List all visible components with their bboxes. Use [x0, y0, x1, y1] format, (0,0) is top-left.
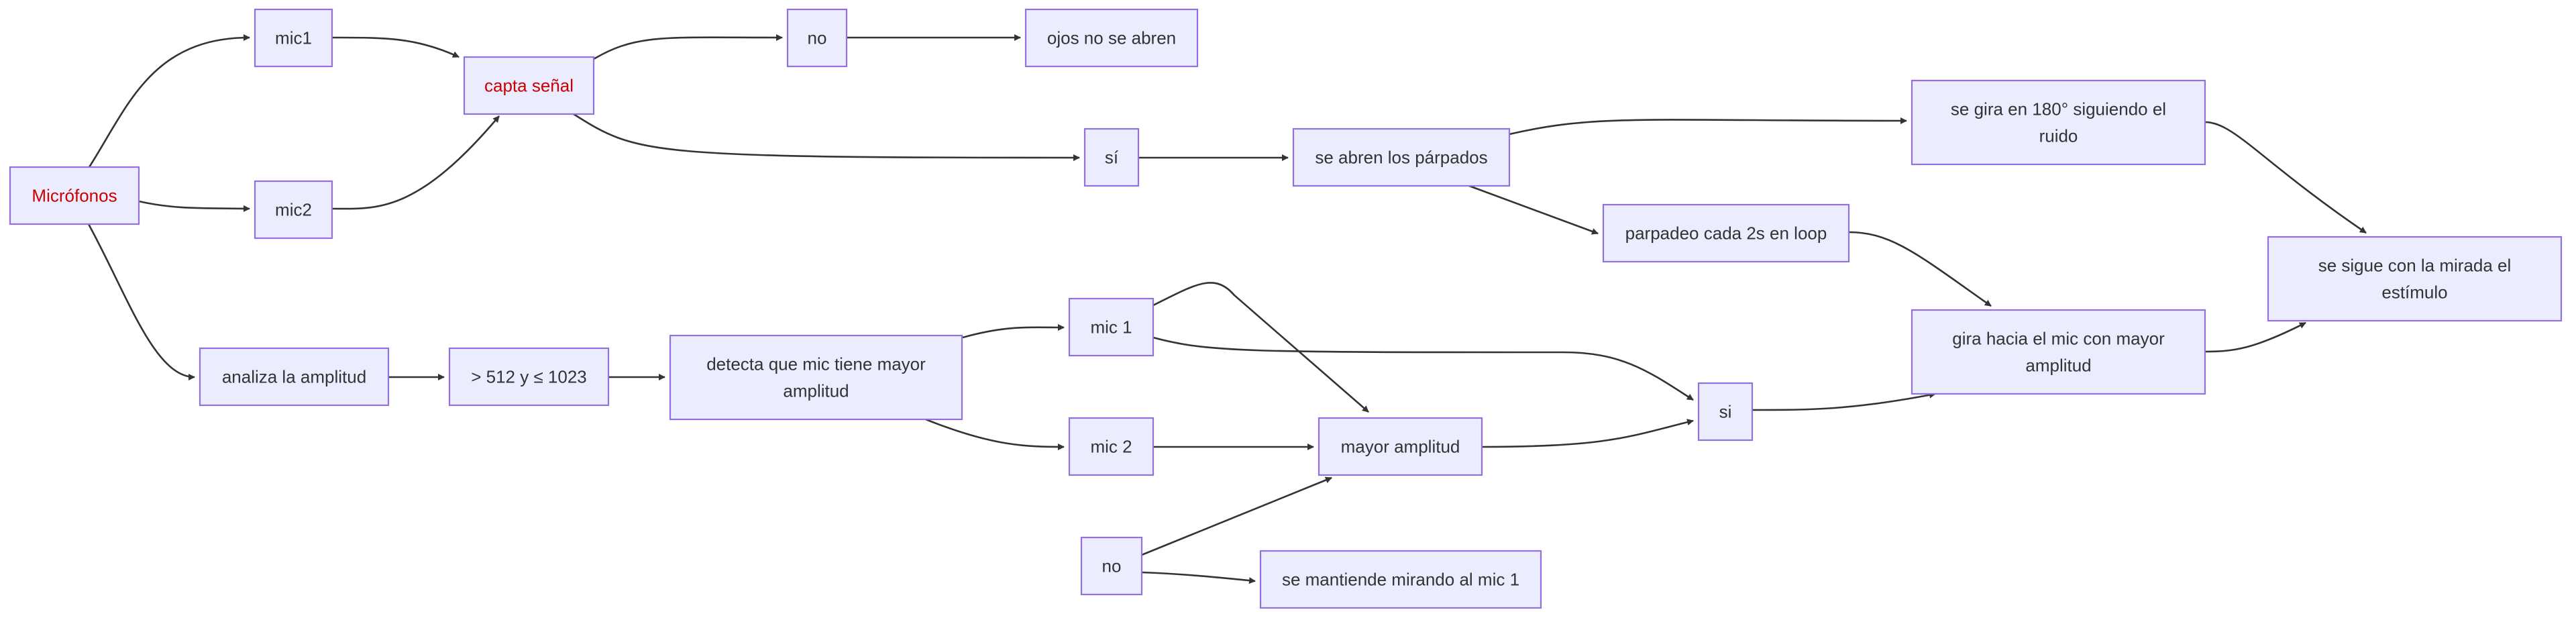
node-label: mic 2: [1090, 437, 1132, 457]
node-box: [254, 180, 333, 240]
node-label: mic1: [275, 28, 312, 48]
node-box: [1602, 203, 1850, 263]
node-mantiene[interactable]: se mantiende mirando al mic 1: [1259, 550, 1542, 609]
node-box: [1024, 8, 1199, 68]
node-si-top[interactable]: sí: [1083, 127, 1140, 187]
edge-detecta-to-mic_2: [925, 418, 1065, 450]
edge-detecta-to-mic_1: [962, 323, 1065, 339]
node-box: [463, 56, 595, 115]
node-gira180[interactable]: se gira en 180° siguiendo el ruido: [1911, 79, 2206, 166]
edge-gira180-to-sigue: [2204, 121, 2367, 234]
node-box: [199, 347, 390, 407]
node-box: [669, 334, 963, 421]
node-label: no: [1102, 556, 1122, 576]
node-mic-1[interactable]: mic 1: [1068, 297, 1155, 357]
node-no-bottom[interactable]: no: [1080, 536, 1143, 596]
node-mic-2[interactable]: mic 2: [1068, 417, 1155, 476]
node-no-top[interactable]: no: [786, 8, 848, 68]
edge-gira_mic-to-sigue: [2204, 321, 2306, 353]
node-box: [1083, 127, 1140, 187]
node-box: [1911, 309, 2206, 395]
node-label: mic 1: [1090, 317, 1132, 338]
node-sigue[interactable]: se sigue con la mirada el estímulo: [2267, 236, 2563, 322]
edge-mic1-to-capta: [331, 36, 460, 58]
node-label: ojos no se abren: [1047, 28, 1176, 48]
node-ojos[interactable]: ojos no se abren: [1024, 8, 1199, 68]
edge-no_bottom-to-mantiene: [1141, 571, 1256, 584]
node-label: se abren los párpados: [1315, 148, 1487, 168]
node-label: > 512 y ≤ 1023: [471, 367, 587, 387]
node-label: se gira en 180° siguiendo el: [1951, 99, 2166, 119]
node-label: parpadeo cada 2s en loop: [1625, 223, 1827, 244]
node-mayor[interactable]: mayor amplitud: [1318, 417, 1483, 476]
node-label: amplitud: [783, 381, 849, 401]
node-label: capta señal: [484, 76, 574, 96]
node-label: mayor amplitud: [1341, 437, 1460, 457]
node-box: [1068, 417, 1155, 476]
edge-mic_1-to-mayor: [1152, 282, 1369, 413]
node-box: [448, 347, 610, 407]
node-detecta[interactable]: detecta que mic tiene mayor amplitud: [669, 334, 963, 421]
node-label: amplitud: [2025, 356, 2091, 376]
edge-no_bottom-to-mayor: [1141, 476, 1332, 556]
node-box: [254, 8, 333, 68]
node-box: [1697, 382, 1754, 442]
node-si-bottom[interactable]: si: [1697, 382, 1754, 442]
node-label: sí: [1105, 148, 1119, 168]
node-mic1[interactable]: mic1: [254, 8, 333, 68]
edge-parpadeo-to-gira_mic: [1848, 231, 1992, 307]
node-label: estímulo: [2381, 282, 2447, 303]
edge-microfonos-to-mic2: [138, 200, 250, 212]
edge-parpados-to-gira180: [1509, 117, 1907, 136]
node-box: [1080, 536, 1143, 596]
node-parpadeo[interactable]: parpadeo cada 2s en loop: [1602, 203, 1850, 263]
node-label: Micrófonos: [32, 186, 117, 206]
node-box: [786, 8, 848, 68]
node-label: si: [1719, 402, 1732, 422]
edge-microfonos-to-mic1: [88, 34, 250, 168]
edge-mayor-to-si_bottom: [1481, 419, 1694, 448]
node-capta[interactable]: capta señal: [463, 56, 595, 115]
edge-capta-to-si_top: [573, 113, 1080, 161]
edge-capta-to-no_top: [593, 34, 783, 60]
node-box: [1068, 297, 1155, 357]
node-label: no: [808, 28, 827, 48]
edge-microfonos-to-analiza: [87, 223, 195, 380]
node-microfonos[interactable]: Micrófonos: [9, 166, 140, 225]
node-box: [1292, 127, 1511, 187]
node-label: detecta que mic tiene mayor: [706, 354, 926, 374]
edge-parpados-to-parpadeo: [1468, 185, 1599, 235]
node-label: se sigue con la mirada el: [2318, 256, 2512, 276]
node-label: gira hacia el mic con mayor: [1952, 329, 2165, 349]
node-box: [1318, 417, 1483, 476]
edges-layer: [87, 34, 2367, 584]
edge-mic_1-to-si_bottom: [1152, 336, 1694, 401]
node-box: [9, 166, 140, 225]
node-box: [1911, 79, 2206, 166]
node-parpados[interactable]: se abren los párpados: [1292, 127, 1511, 187]
edge-mic2-to-capta: [331, 115, 500, 210]
node-gira-mic[interactable]: gira hacia el mic con mayor amplitud: [1911, 309, 2206, 395]
node-mic2[interactable]: mic2: [254, 180, 333, 240]
node-label: ruido: [2039, 126, 2078, 146]
node-label: analiza la amplitud: [222, 367, 366, 387]
nodes-layer: Micrófonos mic1 mic2 capta señal no ojos no s…: [9, 8, 2563, 609]
node-rango[interactable]: > 512 y ≤ 1023: [448, 347, 610, 407]
node-box: [2267, 236, 2563, 322]
node-label: se mantiende mirando al mic 1: [1282, 570, 1519, 590]
edge-si_bottom-to-gira_mic: [1752, 391, 1936, 411]
node-analiza[interactable]: analiza la amplitud: [199, 347, 390, 407]
node-label: mic2: [275, 200, 312, 220]
node-box: [1259, 550, 1542, 609]
